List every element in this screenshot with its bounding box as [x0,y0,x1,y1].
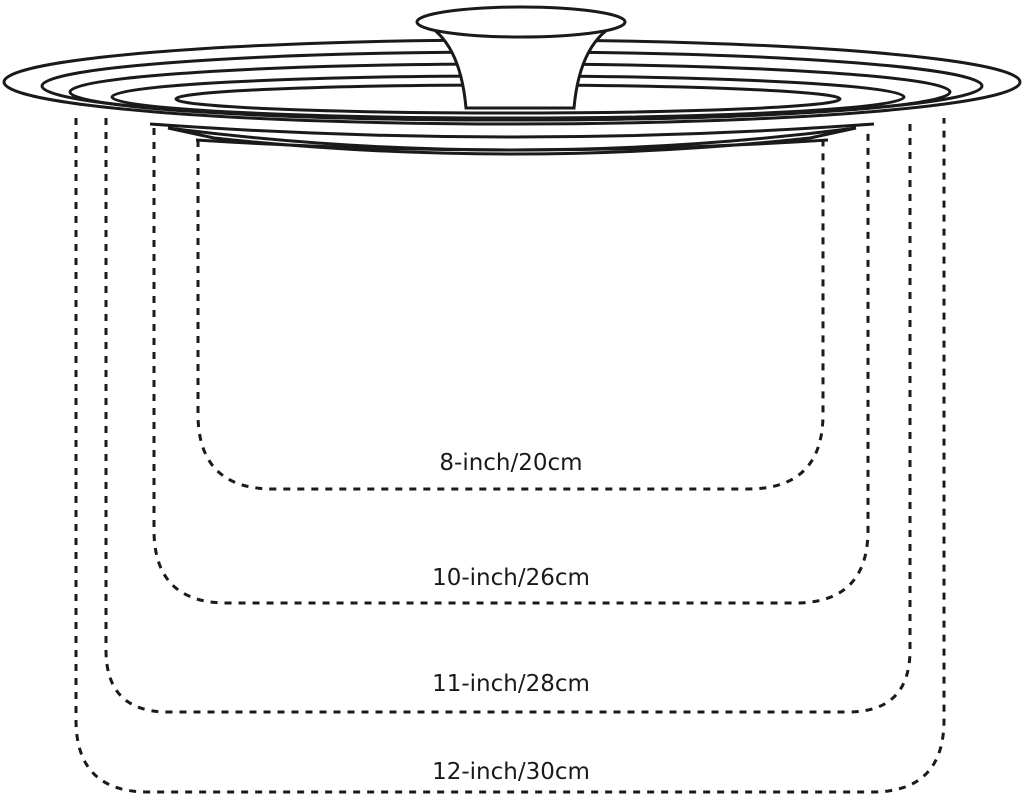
size-label-12-inch: 12-inch/30cm [432,759,590,785]
size-label-10-inch: 10-inch/26cm [432,565,590,591]
lid-knob [415,5,627,110]
lid-underside-curve [149,122,875,139]
pot-outline-10-inch [152,128,870,605]
pot-outline-12-inch [74,118,946,794]
knob-stem [421,20,621,110]
size-label-11-inch: 11-inch/28cm [432,671,590,697]
lid-underside-curve-2 [195,138,829,152]
pot-outline-8-inch [196,140,825,491]
size-label-8-inch: 8-inch/20cm [439,450,582,476]
pot-outline-11-inch [104,118,912,714]
knob-top [415,5,627,39]
